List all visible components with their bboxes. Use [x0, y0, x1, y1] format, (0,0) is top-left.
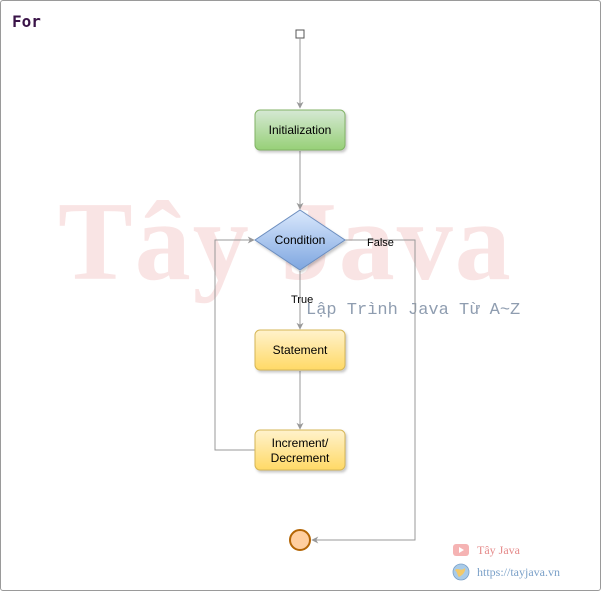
increment-node — [254, 429, 346, 471]
condition-label: Condition — [275, 233, 326, 247]
increment-label-line1: Increment/ — [272, 436, 329, 450]
true-label: True — [291, 294, 313, 306]
initialization-label: Initialization — [269, 123, 332, 137]
condition-node — [254, 209, 346, 271]
brand-website[interactable]: https://tayjava.vn — [452, 563, 560, 581]
false-label: False — [367, 237, 394, 249]
watermark-subtitle: Lập Trình Java Từ A~Z — [306, 301, 521, 320]
brand-channel-label: Tây Java — [477, 542, 520, 557]
statement-label: Statement — [273, 343, 328, 357]
end-node — [289, 529, 311, 551]
page-title: For — [12, 12, 41, 31]
globe-icon — [452, 563, 470, 581]
brand-channel[interactable]: Tây Java — [452, 541, 520, 559]
youtube-icon — [453, 544, 469, 556]
edge-increment-loop-back — [214, 236, 255, 451]
edge-condition-false-to-end — [311, 239, 416, 544]
initialization-node — [254, 109, 346, 151]
increment-label-line2: Decrement — [271, 451, 330, 465]
brand-website-link: https://tayjava.vn — [477, 564, 560, 579]
statement-node — [254, 329, 346, 371]
start-node — [295, 29, 305, 39]
